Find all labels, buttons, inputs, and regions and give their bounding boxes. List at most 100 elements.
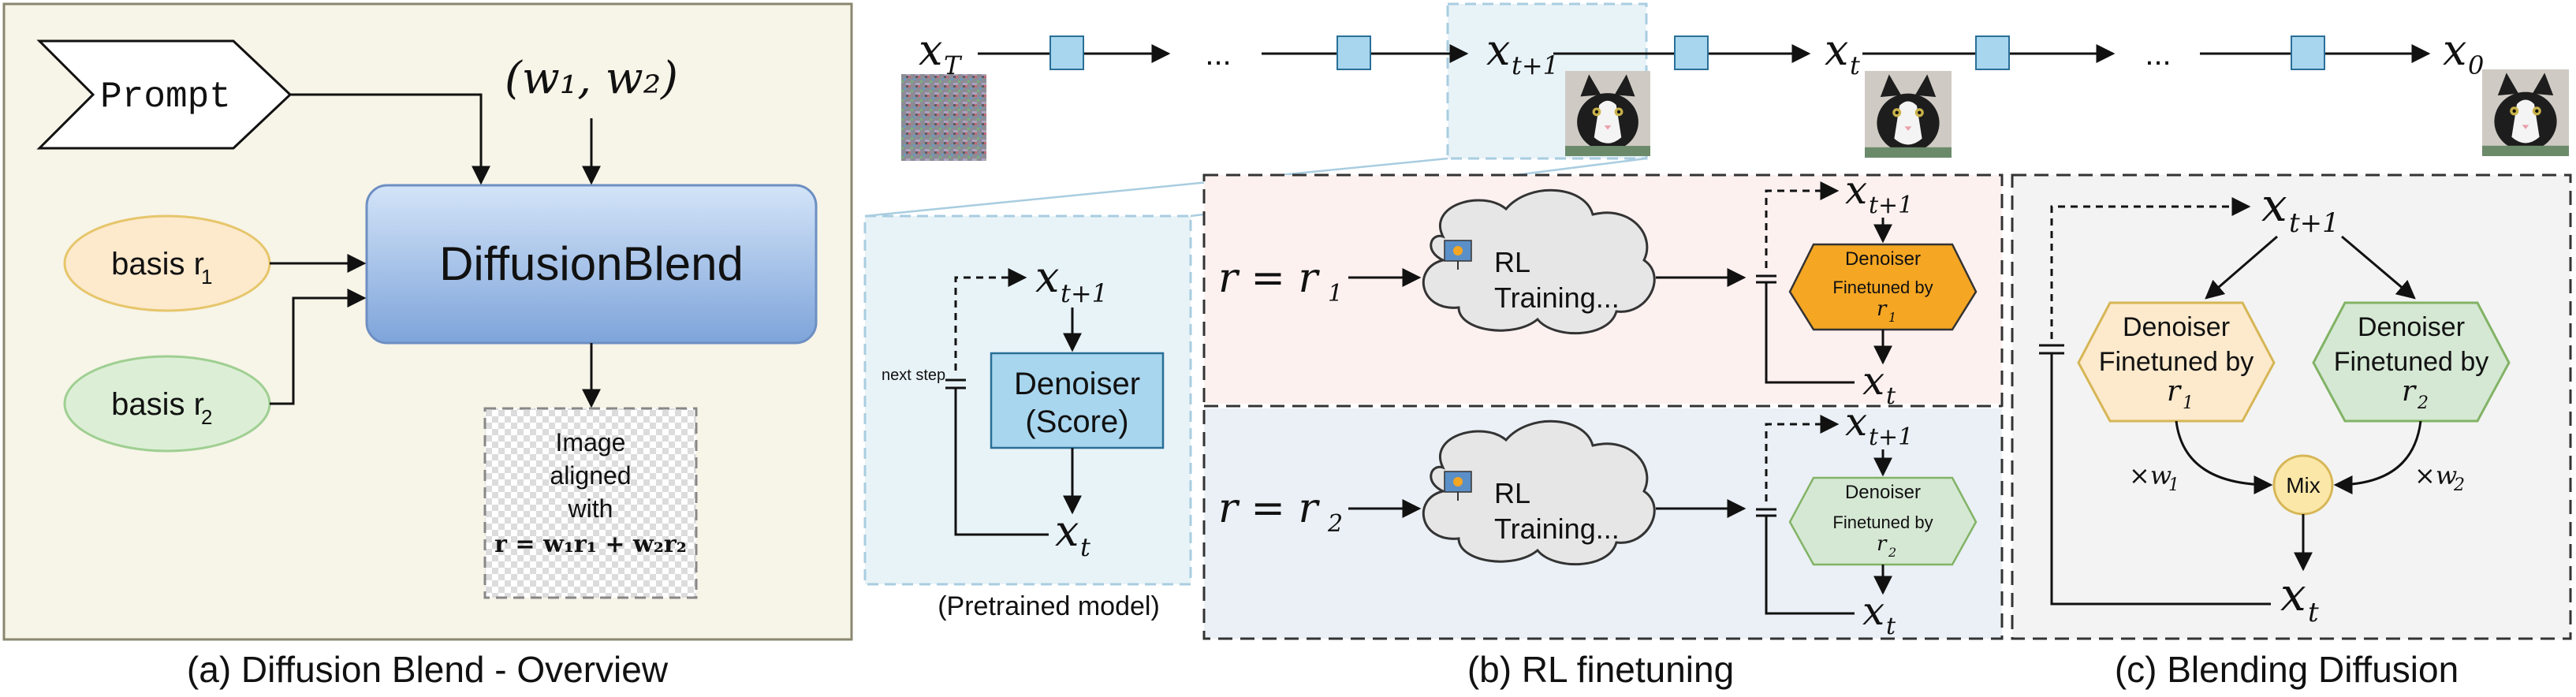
image-line-1: Image [556,428,626,457]
output-image-box [483,407,698,599]
c-by-r2: r [2402,375,2417,408]
step-box-1 [1049,35,1084,70]
prompt-label: Prompt [100,76,231,117]
b-r1-x-in: x [1845,167,1867,213]
pretrained-loop-bottom [954,388,1049,536]
basis-r2-sub: 2 [201,405,212,429]
b-r2-sub: 2 [1327,510,1343,538]
diffusion-blend-label: DiffusionBlend [439,237,744,290]
b-r2-x-out-sub: t [1886,613,1896,640]
panel-a: Prompt (w₁, w₂) DiffusionBlend basis r 1… [2,2,853,690]
step-box-4 [1975,35,2010,70]
basis-r2-arrow [270,289,367,405]
b-r2-loop-bottom [1765,516,1855,615]
b-r1-by-r-sub: 1 [1888,310,1896,325]
c-denoiser-r1-hex [2077,301,2276,423]
b-r1-sub: 1 [1328,280,1343,308]
pretrained-denoiser-line-1: Denoiser [1014,367,1140,401]
b-r2-training: Training... [1494,512,1620,545]
zoom-line-left [864,157,1448,218]
b-r1-x-in-sub: t+1 [1869,192,1913,219]
c-mix-label: Mix [2286,473,2321,498]
pretrained-x-out: x [1055,506,1079,556]
b-r1-denoiser: Denoiser [1845,248,1921,270]
basis-r1-label: basis r [111,247,204,281]
panel-b: r = r 1 RL Training... x t+1 Denoiser Fi… [1202,167,2004,690]
b-r1-loop-top [1765,181,1840,268]
b-r2-by-r: r [1877,532,1888,556]
diffusion-chain: x T ... x t+1 x t ... x 0 [864,2,2569,218]
b-r1-denoiser-hex [1788,243,1978,331]
c-loop-bottom [2050,353,2271,606]
b-r2-gear-icon [1453,477,1463,486]
b-r1-by-r: r [1877,297,1888,321]
chain-x0: x [2443,25,2466,75]
b-r2-loop-top [1765,415,1840,501]
c-denoiser-r2: Denoiser [2358,312,2465,342]
image-line-2: aligned [550,461,631,490]
basis-r1-sub: 1 [201,265,212,289]
image-formula: r = w₁r₁ + w₂r₂ [494,531,687,558]
c-by-r1-sub: 1 [2183,393,2194,413]
b-r2-x-out: x [1862,588,1884,634]
c-by-r2-sub: 2 [2417,393,2429,413]
chain-xt: x [1825,25,1848,75]
b-r2-denoiser: Denoiser [1845,482,1921,503]
c-w2-sub: 2 [2453,475,2465,495]
b-r1-rl: RL [1494,246,1530,278]
c-loop-top [2050,197,2251,339]
b-r1-finetuned: Finetuned by [1832,278,1933,297]
b-r2-cloud [1422,419,1656,566]
b-r1-eq: r = r [1218,255,1320,302]
c-x-in: x [2261,178,2287,232]
pretrained-x-in-sub: t+1 [1061,278,1108,308]
next-step-label: next step [882,367,945,384]
c-finetuned-r2: Finetuned by [2334,347,2489,377]
caption-a: (a) Diffusion Blend - Overview [187,649,669,690]
cat-image-xt [1865,71,1952,158]
b-r1-x-out-sub: t [1886,382,1896,410]
prompt-arrow [290,93,490,185]
c-arrow-left [2205,235,2278,300]
b-r2-by-r-sub: 2 [1888,545,1896,560]
b-r2-rl: RL [1494,477,1530,509]
b-r1-x-out: x [1862,358,1884,404]
c-denoiser-r1: Denoiser [2123,312,2230,342]
panel-c: x t+1 Denoiser Finetuned by r 1 Denoiser… [2011,173,2572,690]
step-box-3 [1674,35,1709,70]
chain-xt1: x [1486,25,1510,75]
b-r2-finetuned: Finetuned by [1832,512,1933,532]
pretrained-denoiser-line-2: (Score) [1025,404,1128,439]
pretrained-denoiser-box [990,352,1165,449]
caption-b: (b) RL finetuning [1467,649,1734,690]
weights-label: (w₁, w₂) [505,53,678,104]
c-x-out-sub: t [2308,597,2319,628]
c-w1: ×w [2129,460,2172,490]
pretrained-loop-top [954,268,1027,371]
chain-xT: x [919,25,942,75]
pretrained-panel: x t+1 Denoiser (Score) x t next step (Pr… [863,214,1192,621]
b-r1-cloud [1422,188,1656,335]
chain-xt-sub: t [1850,50,1860,80]
c-by-r1: r [2167,375,2182,408]
basis-r2-label: basis r [111,387,204,422]
b-r1-training: Training... [1494,281,1620,314]
b-r2-x-in-sub: t+1 [1869,423,1913,451]
c-finetuned-r1: Finetuned by [2099,347,2254,377]
c-arrow-mix-right [2333,420,2422,494]
pretrained-x-in: x [1035,252,1059,302]
c-w2: ×w [2414,460,2457,490]
b-r1-loop-bottom [1765,282,1855,384]
chain-ellipsis-1: ... [1205,37,1231,72]
noise-image [901,74,986,161]
c-arrow-mix-left [2175,420,2273,494]
chain-ellipsis-2: ... [2145,37,2171,72]
step-box-5 [2291,35,2325,70]
c-x-in-sub: t+1 [2289,207,2339,239]
b-r2-x-in: x [1845,399,1867,445]
chain-xt1-sub: t+1 [1512,50,1559,80]
pretrained-x-out-sub: t [1080,532,1090,562]
chain-x0-sub: 0 [2468,50,2484,80]
prompt-tag [36,39,293,150]
